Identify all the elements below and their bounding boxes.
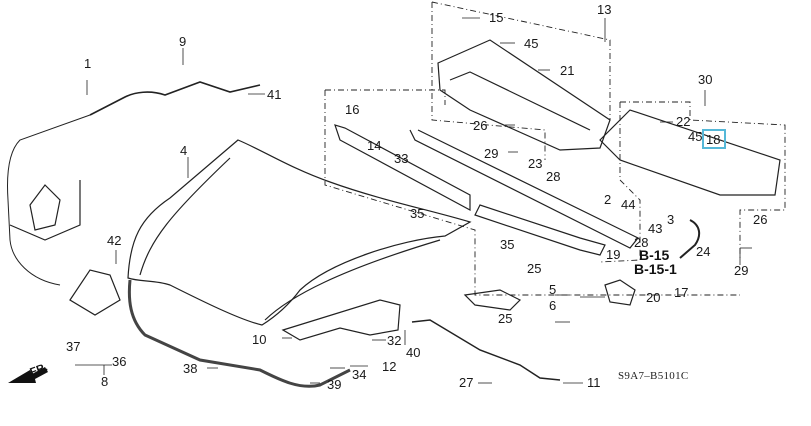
callout-37[interactable]: 37 bbox=[66, 339, 81, 354]
callout-21[interactable]: 21 bbox=[560, 63, 575, 78]
callout-26b[interactable]: 26 bbox=[753, 212, 768, 227]
hood-panel bbox=[127, 139, 472, 326]
callout-25b[interactable]: 25 bbox=[498, 311, 513, 326]
callout-45b[interactable]: 45 bbox=[688, 129, 703, 144]
seal-strip-14 bbox=[409, 129, 639, 249]
reference-label-b15[interactable]: B-15 bbox=[639, 247, 670, 263]
callout-4[interactable]: 4 bbox=[180, 143, 188, 158]
callout-30[interactable]: 30 bbox=[698, 72, 713, 87]
callout-16[interactable]: 16 bbox=[345, 102, 360, 117]
callout-19[interactable]: 19 bbox=[606, 247, 621, 262]
callout-28b[interactable]: 28 bbox=[634, 235, 649, 250]
callout-10[interactable]: 10 bbox=[252, 332, 267, 347]
bracket-20 bbox=[604, 279, 636, 306]
callout-9[interactable]: 9 bbox=[179, 34, 187, 49]
callout-43[interactable]: 43 bbox=[648, 221, 663, 236]
hood-latch bbox=[69, 269, 121, 316]
callout-44[interactable]: 44 bbox=[621, 197, 636, 212]
callout-23[interactable]: 23 bbox=[528, 156, 543, 171]
callout-1[interactable]: 1 bbox=[84, 56, 92, 71]
release-cable bbox=[89, 81, 261, 116]
hood-seal bbox=[127, 279, 351, 388]
cowl-top-left bbox=[437, 39, 611, 151]
callout-35a[interactable]: 35 bbox=[410, 206, 425, 221]
callout-12[interactable]: 12 bbox=[382, 359, 397, 374]
callout-29a[interactable]: 29 bbox=[484, 146, 499, 161]
highlight-box-18 bbox=[702, 129, 726, 149]
callout-42[interactable]: 42 bbox=[107, 233, 122, 248]
callout-25a[interactable]: 25 bbox=[527, 261, 542, 276]
callout-45a[interactable]: 45 bbox=[524, 36, 539, 51]
diagram-code: S9A7–B5101C bbox=[618, 370, 689, 382]
callout-41[interactable]: 41 bbox=[267, 87, 282, 102]
callout-40[interactable]: 40 bbox=[406, 345, 421, 360]
callout-35b[interactable]: 35 bbox=[500, 237, 515, 252]
callout-28a[interactable]: 28 bbox=[546, 169, 561, 184]
callout-18[interactable]: 18 bbox=[706, 132, 721, 147]
reference-label-b15-1[interactable]: B-15-1 bbox=[634, 261, 677, 277]
callout-14[interactable]: 14 bbox=[367, 138, 382, 153]
callout-36[interactable]: 36 bbox=[112, 354, 127, 369]
seal-strip-16 bbox=[334, 124, 471, 212]
callout-22[interactable]: 22 bbox=[676, 114, 691, 129]
callout-38[interactable]: 38 bbox=[183, 361, 198, 376]
callout-2[interactable]: 2 bbox=[604, 192, 612, 207]
hood-hinge bbox=[463, 289, 522, 311]
callout-20[interactable]: 20 bbox=[646, 290, 661, 305]
callout-13[interactable]: 13 bbox=[597, 2, 612, 17]
callout-32[interactable]: 32 bbox=[387, 333, 402, 348]
callout-39[interactable]: 39 bbox=[327, 377, 342, 392]
callout-24[interactable]: 24 bbox=[696, 244, 711, 259]
callout-33[interactable]: 33 bbox=[394, 151, 409, 166]
callout-26a[interactable]: 26 bbox=[473, 118, 488, 133]
callout-6[interactable]: 6 bbox=[549, 298, 557, 313]
support-rod bbox=[411, 319, 561, 381]
callout-29b[interactable]: 29 bbox=[734, 263, 749, 278]
callout-17[interactable]: 17 bbox=[674, 285, 689, 300]
callout-3[interactable]: 3 bbox=[667, 212, 675, 227]
callout-34[interactable]: 34 bbox=[352, 367, 367, 382]
callout-5[interactable]: 5 bbox=[549, 282, 557, 297]
callout-27[interactable]: 27 bbox=[459, 375, 474, 390]
front-arrow-icon bbox=[8, 367, 48, 383]
callout-11[interactable]: 11 bbox=[587, 375, 601, 390]
callout-15[interactable]: 15 bbox=[489, 10, 504, 25]
seal-strip-19 bbox=[474, 204, 606, 256]
callout-8[interactable]: 8 bbox=[101, 374, 109, 389]
